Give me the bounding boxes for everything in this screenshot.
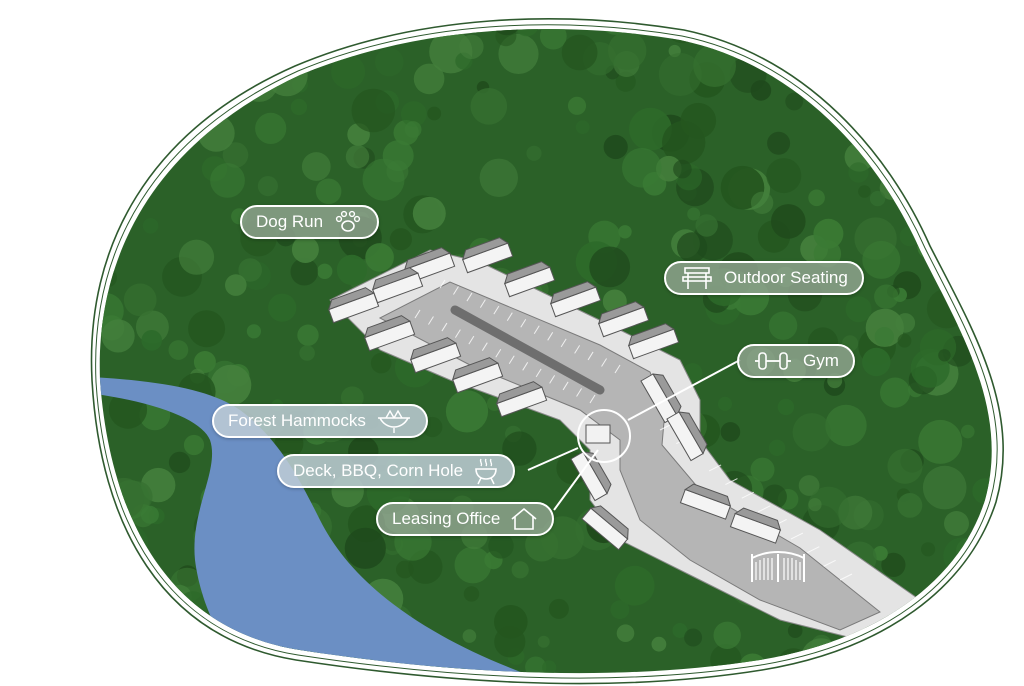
boundary-outline-outer bbox=[90, 18, 1004, 685]
forest-hammocks-label-text: Forest Hammocks bbox=[228, 411, 366, 430]
label-connectors bbox=[527, 359, 741, 511]
leasing-office-label[interactable]: Leasing Office bbox=[376, 502, 555, 536]
outdoor-seating-label[interactable]: Outdoor Seating bbox=[664, 261, 864, 295]
deck-bbq-label-text: Deck, BBQ, Corn Hole bbox=[293, 461, 464, 480]
dumbbell-icon bbox=[755, 352, 791, 370]
grill-icon bbox=[475, 458, 497, 485]
hammock-icon bbox=[377, 409, 410, 433]
leasing-office-label-text: Leasing Office bbox=[392, 509, 501, 528]
paw-icon bbox=[336, 210, 361, 232]
forest-hammocks-label[interactable]: Forest Hammocks bbox=[212, 404, 428, 438]
parking-lot bbox=[378, 281, 881, 631]
parking-island bbox=[450, 305, 605, 395]
deck-bbq-label[interactable]: Deck, BBQ, Corn Hole bbox=[277, 454, 516, 488]
gate-icon bbox=[751, 551, 805, 582]
leasing-highlight-circle bbox=[577, 409, 631, 463]
gym-label[interactable]: Gym bbox=[737, 344, 855, 378]
house-icon bbox=[511, 507, 537, 530]
leasing-building bbox=[585, 424, 611, 444]
river bbox=[99, 374, 560, 674]
dog-run-label[interactable]: Dog Run bbox=[240, 205, 380, 239]
gym-label-text: Gym bbox=[803, 351, 839, 370]
outdoor-seating-label-text: Outdoor Seating bbox=[724, 268, 848, 287]
bench-icon bbox=[682, 267, 712, 289]
boundary-outline-inner bbox=[95, 24, 998, 679]
dog-run-label-text: Dog Run bbox=[256, 212, 324, 231]
apartment-buildings bbox=[327, 237, 782, 551]
